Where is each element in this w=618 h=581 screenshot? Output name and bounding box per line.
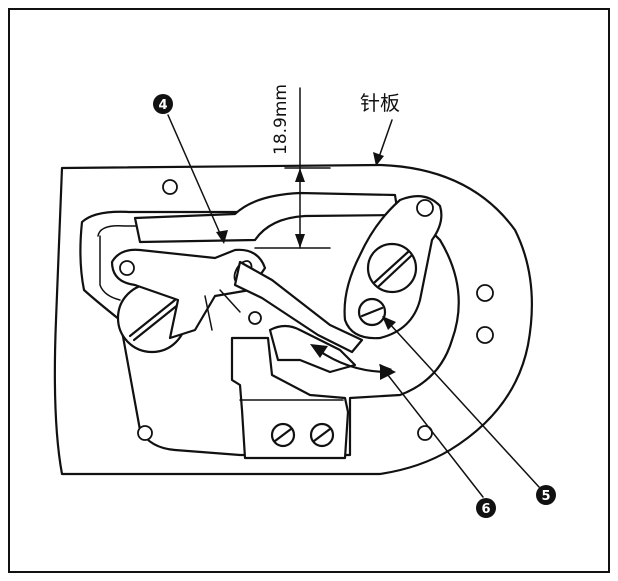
- connecting-link: [233, 260, 364, 354]
- dimension-arrow-bottom: [295, 234, 305, 248]
- needle-plate-leader: [377, 119, 393, 161]
- needle-plate-label: 针板: [360, 91, 400, 115]
- lever-pivot-hole: [119, 260, 135, 276]
- holder-screw-right-slot: [312, 427, 332, 443]
- callout-6-badge: [476, 498, 496, 518]
- dimension-label: 18.9mm: [271, 84, 291, 155]
- adjust-screw-slot: [360, 306, 384, 318]
- dimension-arrow-top: [295, 168, 305, 182]
- callout-4-leader-head: [216, 230, 228, 244]
- figure-frame: [8, 8, 610, 573]
- recess-inner-line: [97, 224, 201, 301]
- right-screw-slot-2: [377, 254, 413, 288]
- guide-bar: [133, 191, 400, 244]
- needle-plate-leader-head: [373, 152, 384, 166]
- left-screw-slot: [128, 298, 177, 338]
- small-pin: [248, 311, 262, 325]
- callout-6-leader-head: [379, 364, 392, 377]
- plate-hole-2: [476, 284, 494, 302]
- needle-plate-outline: [53, 163, 533, 476]
- left-screw-slot-2: [132, 302, 181, 342]
- callout-5-leader: [387, 321, 540, 488]
- callout-5-number: 5: [541, 489, 550, 504]
- right-lever-top-hole: [416, 199, 434, 217]
- callout-5-badge: [536, 485, 556, 505]
- plate-hole-5: [417, 425, 433, 441]
- callout-4-leader: [167, 114, 223, 239]
- plate-hole-4: [137, 425, 153, 441]
- left-lever-arm: [110, 248, 267, 340]
- holder-screw-left-slot: [273, 427, 293, 443]
- right-screw-slot: [373, 250, 410, 284]
- plate-hole-1: [162, 179, 178, 195]
- callout-4-badge: [153, 94, 173, 114]
- callout-5-leader-head: [382, 316, 396, 330]
- motion-arrow-head-left: [310, 344, 328, 358]
- lever-edge-lines: [204, 289, 241, 331]
- callout-4-number: 4: [158, 98, 167, 113]
- callout-6-leader: [383, 369, 484, 498]
- callout-6-number: 6: [481, 502, 490, 517]
- plate-hole-3: [476, 326, 494, 344]
